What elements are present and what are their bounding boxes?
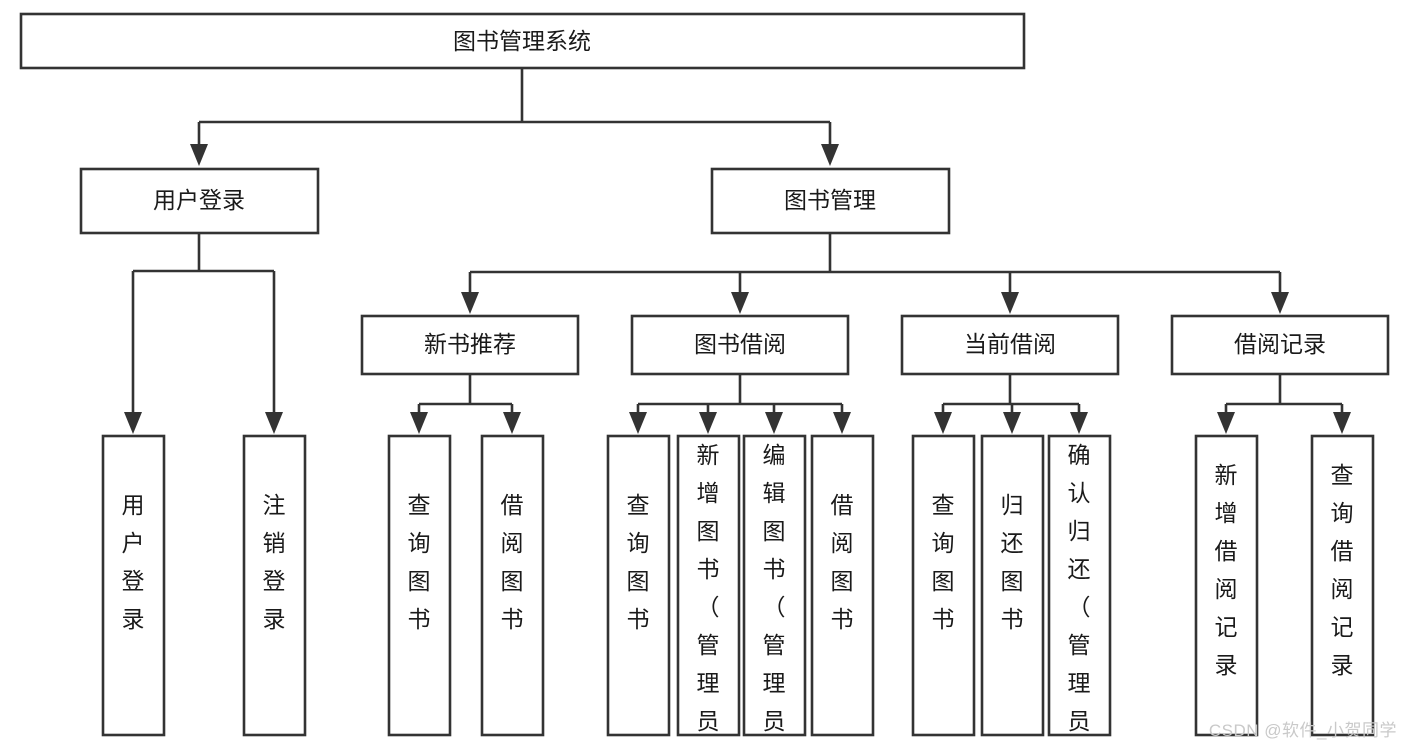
borrow-record-box[interactable] <box>1170 314 1390 376</box>
leaf-query-record-label: 查询借阅记录 <box>1331 462 1354 678</box>
node-new-book-rec[interactable]: 新书推荐 <box>360 314 580 376</box>
arrow-to-new-book-rec <box>461 292 479 314</box>
csdn-watermark: CSDN @软件_小贺同学 <box>1208 721 1397 740</box>
leaf-query-book-1-box[interactable] <box>387 434 452 737</box>
arrow-to-leaf-query-book-2 <box>629 412 647 434</box>
arrow-to-leaf-borrow-book-1 <box>503 412 521 434</box>
arrow-to-current-borrow <box>1001 292 1019 314</box>
leaf-user-login-box[interactable] <box>101 434 166 737</box>
user-login-box[interactable] <box>79 167 320 235</box>
leaf-query-book-3-box[interactable] <box>911 434 976 737</box>
edge-userlogin-bus <box>131 233 276 414</box>
leaf-borrow-book-2-box[interactable] <box>810 434 875 737</box>
edges-layer <box>124 68 1351 434</box>
book-borrow-box[interactable] <box>630 314 850 376</box>
leaf-logout-login-label: 注销登录 <box>263 492 286 632</box>
arrow-to-book-manage <box>821 144 839 166</box>
arrow-to-leaf-query-record <box>1333 412 1351 434</box>
edge-currentborrow-bus <box>941 374 1081 414</box>
node-borrow-record[interactable]: 借阅记录 <box>1170 314 1390 376</box>
arrow-to-user-login <box>190 144 208 166</box>
node-current-borrow[interactable]: 当前借阅 <box>900 314 1120 376</box>
node-leaf-add-record[interactable]: 新增借阅记录 <box>1194 434 1259 737</box>
leaf-add-record-box[interactable] <box>1194 434 1259 737</box>
leaf-edit-book-box[interactable] <box>742 434 807 737</box>
node-leaf-add-book[interactable]: 新增图书（管理员） <box>676 434 741 747</box>
leaf-borrow-book-1-box[interactable] <box>480 434 545 737</box>
arrow-to-leaf-user-login <box>124 412 142 434</box>
arrow-to-leaf-add-record <box>1217 412 1235 434</box>
node-leaf-query-book-1[interactable]: 查询图书 <box>387 434 452 737</box>
new-book-rec-label: 新书推荐 <box>424 331 516 357</box>
leaf-borrow-book-2-label: 借阅图书 <box>831 492 854 632</box>
user-login-label: 用户登录 <box>153 187 245 213</box>
node-leaf-confirm-return[interactable]: 确认归还（管理员） <box>1047 434 1112 747</box>
node-leaf-borrow-book-2[interactable]: 借阅图书 <box>810 434 875 737</box>
new-book-rec-box[interactable] <box>360 314 580 376</box>
leaf-query-record-box[interactable] <box>1310 434 1375 737</box>
edge-bookmanage-bus <box>468 233 1282 294</box>
arrow-to-leaf-edit-book <box>765 412 783 434</box>
book-manage-label: 图书管理 <box>784 187 876 213</box>
node-book-borrow[interactable]: 图书借阅 <box>630 314 850 376</box>
leaf-query-book-2-box[interactable] <box>606 434 671 737</box>
arrow-to-book-borrow <box>731 292 749 314</box>
borrow-record-label: 借阅记录 <box>1234 331 1326 357</box>
arrow-to-leaf-return-book <box>1003 412 1021 434</box>
leaf-add-record-label: 新增借阅记录 <box>1215 462 1238 678</box>
leaf-user-login-label: 用户登录 <box>122 492 145 632</box>
arrow-to-leaf-logout-login <box>265 412 283 434</box>
edge-borrowrecord-bus <box>1224 374 1344 414</box>
arrow-to-borrow-record <box>1271 292 1289 314</box>
leaf-return-book-box[interactable] <box>980 434 1045 737</box>
book-borrow-label: 图书借阅 <box>694 331 786 357</box>
leaf-logout-login-box[interactable] <box>242 434 307 737</box>
arrow-to-leaf-query-book-3 <box>934 412 952 434</box>
leaf-borrow-book-1-label: 借阅图书 <box>501 492 524 632</box>
node-leaf-edit-book[interactable]: 编辑图书（管理员） <box>742 434 807 747</box>
leaf-query-book-2-label: 查询图书 <box>627 492 650 632</box>
leaf-query-book-1-label: 查询图书 <box>408 492 431 632</box>
node-book-manage[interactable]: 图书管理 <box>710 167 951 235</box>
leaf-confirm-return-box[interactable] <box>1047 434 1112 737</box>
leaf-add-book-box[interactable] <box>676 434 741 737</box>
edge-newbookrec-bus <box>417 374 514 414</box>
node-leaf-logout-login[interactable]: 注销登录 <box>242 434 307 737</box>
node-leaf-return-book[interactable]: 归还图书 <box>980 434 1045 737</box>
node-leaf-query-record[interactable]: 查询借阅记录 <box>1310 434 1375 737</box>
leaf-edit-book-label: 编辑图书（管理员） <box>763 442 786 747</box>
current-borrow-box[interactable] <box>900 314 1120 376</box>
root-label: 图书管理系统 <box>453 28 591 54</box>
arrow-to-leaf-query-book-1 <box>410 412 428 434</box>
leaf-query-book-3-label: 查询图书 <box>932 492 955 632</box>
node-leaf-query-book-2[interactable]: 查询图书 <box>606 434 671 737</box>
book-manage-box[interactable] <box>710 167 951 235</box>
arrow-to-leaf-borrow-book-2 <box>833 412 851 434</box>
arrow-to-leaf-add-book <box>699 412 717 434</box>
node-leaf-borrow-book-1[interactable]: 借阅图书 <box>480 434 545 737</box>
current-borrow-label: 当前借阅 <box>964 331 1056 357</box>
node-leaf-user-login[interactable]: 用户登录 <box>101 434 166 737</box>
node-user-login[interactable]: 用户登录 <box>79 167 320 235</box>
edge-root-bus <box>197 68 832 146</box>
node-root[interactable]: 图书管理系统 <box>19 12 1026 70</box>
leaf-return-book-label: 归还图书 <box>1001 492 1024 632</box>
arrow-to-leaf-confirm-return <box>1070 412 1088 434</box>
node-leaf-query-book-3[interactable]: 查询图书 <box>911 434 976 737</box>
root-box[interactable] <box>19 12 1026 70</box>
edge-bookborrow-bus <box>636 374 844 414</box>
leaf-confirm-return-label: 确认归还（管理员） <box>1068 442 1091 747</box>
